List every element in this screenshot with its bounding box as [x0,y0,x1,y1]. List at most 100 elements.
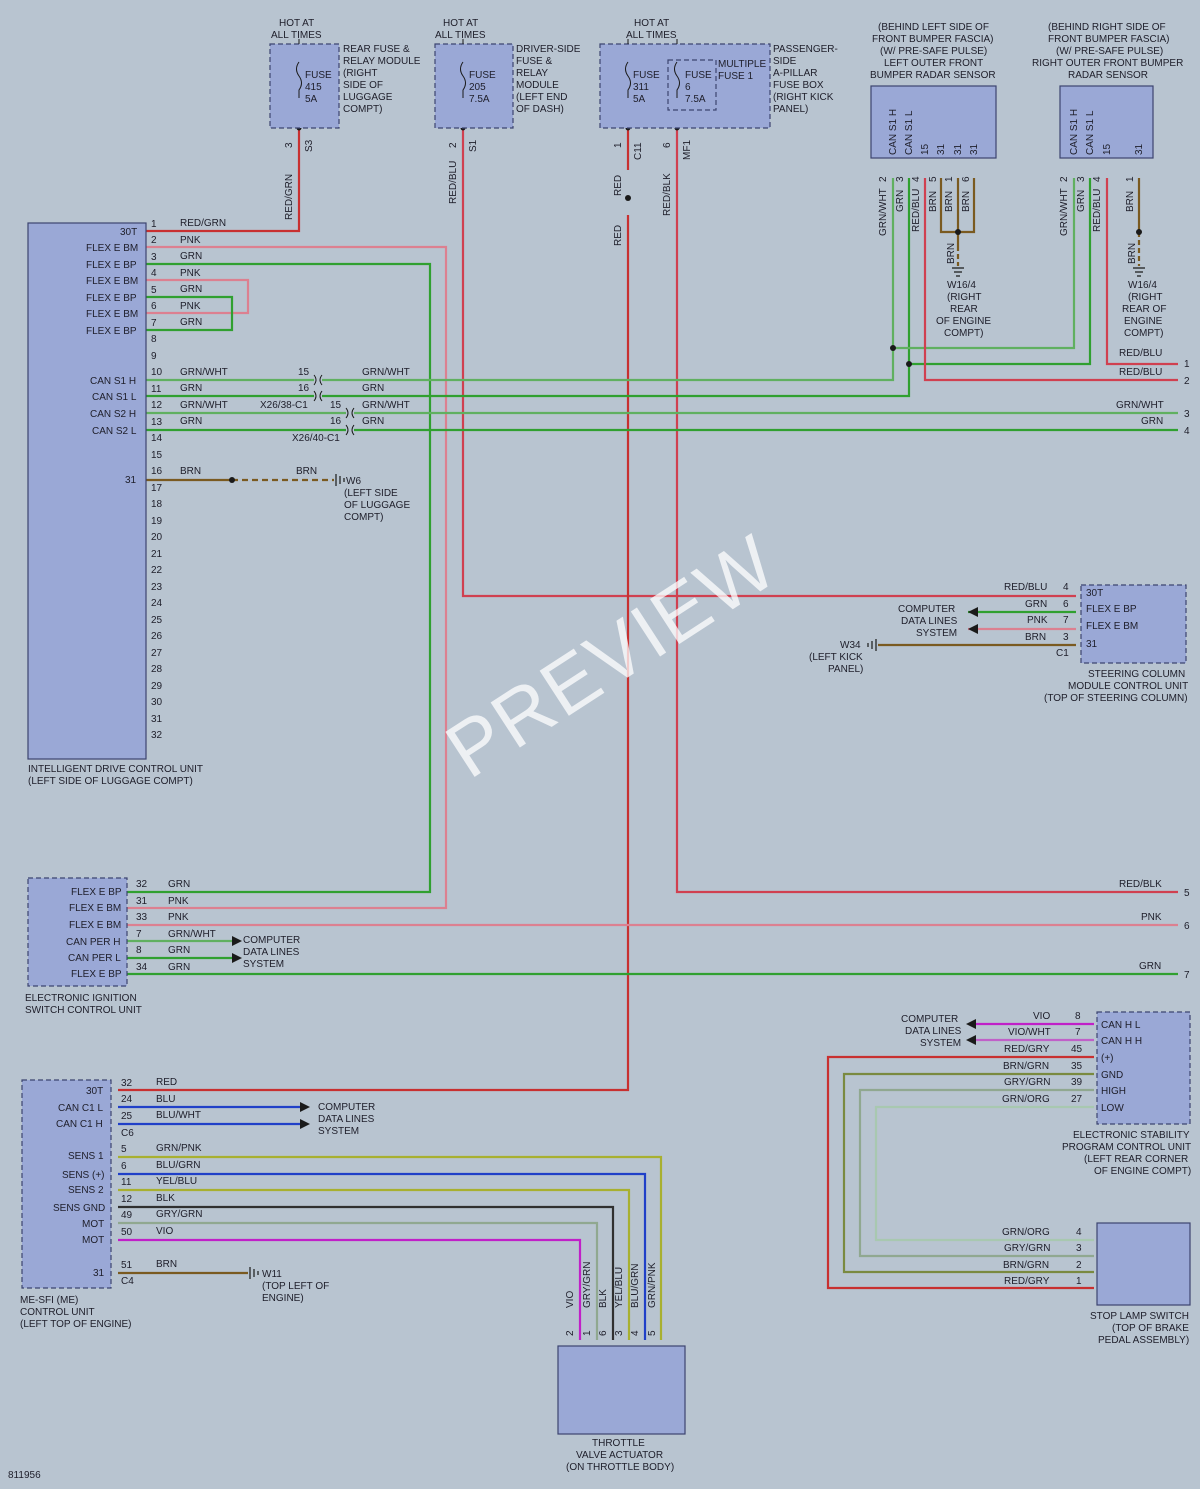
pin-number: 15 [330,400,342,411]
steering-column-module [1080,584,1187,664]
pin-name: CAN C1 H [56,1119,103,1130]
cdl-label: DATA LINES [243,947,300,958]
wire-color-label: BRN [180,466,201,477]
wire-color-label: BRN [1025,632,1046,643]
left-radar-label: BUMPER RADAR SENSOR [870,70,996,81]
wire-color-label: PNK [180,268,201,279]
wire-color-label: YEL/BLU [156,1176,197,1187]
pin-name: CAN S1 L [904,110,915,155]
wire-color-label: BLU/GRN [630,1264,641,1308]
wire-color-label: RED [156,1077,177,1088]
ground-icon-w11 [249,1267,259,1279]
fuse-amp: 7.5A [685,94,706,105]
wire-color-label: BRN [961,191,972,212]
pin-number: 7 [136,929,142,940]
rear-module-label: COMPT) [343,104,382,115]
pin-name: MOT [82,1235,104,1246]
passenger-box-label: (RIGHT KICK [773,92,834,103]
pin-number: 6 [961,176,972,182]
pin-number: 28 [151,664,163,675]
cdl-label: DATA LINES [901,616,958,627]
pin-number: 1 [151,219,157,230]
fuse-label: FUSE [685,70,712,81]
wire-color-label: GRN/WHT [1059,188,1070,236]
pin-number: 3 [1076,1243,1082,1254]
pin-name: CAN H L [1101,1020,1141,1031]
esp-label: ELECTRONIC STABILITY [1073,1130,1190,1141]
pin-number: 25 [151,615,163,626]
pin-name: 31 [969,143,980,155]
driver-module-label: MODULE [516,80,559,91]
pin-number: 3 [1063,632,1069,643]
pin-name: FLEX E BP [71,969,122,980]
pin-number: 4 [911,176,922,182]
wire-color-label: BRN [944,191,955,212]
pin-number: 12 [151,400,163,411]
pin-number: 3 [151,252,157,263]
wire-esp-grnorg [874,1105,1094,1242]
pin-name: MOT [82,1219,104,1230]
pin-number: 27 [1071,1094,1083,1105]
pin-number: 18 [151,499,163,510]
pin-name: CAN H H [1101,1036,1142,1047]
esp-control-unit [1096,1011,1191,1125]
passenger-box-label: PANEL) [773,104,808,115]
wire-color-label: GRN/WHT [878,188,889,236]
pin-number: 21 [151,549,163,560]
wire-grn-loop [118,295,234,332]
pin-number: 6 [1063,599,1069,610]
wire-color-label: YEL/BLU [614,1267,625,1308]
wire-me-yelblu [118,1188,631,1340]
hot-label: ALL TIMES [271,30,322,41]
pin-number: 4 [1063,582,1069,593]
pin-name: CAN S1 L [1085,110,1096,155]
fuse-icon-205 [460,61,466,98]
wire-color-label: BLU [156,1094,175,1105]
pin-number: 16 [151,466,163,477]
splice-dot [229,477,235,483]
pin-number: 29 [151,681,163,692]
pin-number: 6 [662,142,673,148]
wire-color-label: GRN [168,945,190,956]
wire-color-label: GRN [168,962,190,973]
ground-label: PANEL) [828,664,863,675]
pin-number: 34 [136,962,148,973]
pin-number: 5 [151,285,157,296]
wire-lradar-redblu [923,178,1178,382]
wire-color-label: RED/BLU [1092,189,1103,232]
left-radar-label: (BEHIND LEFT SIDE OF [878,22,989,33]
ground-label: ENGINE) [262,1293,304,1304]
pin-number: 6 [598,1330,609,1336]
splice-dot [906,361,912,367]
arrow-esp-viowht [966,1035,976,1045]
wire-color-label: GRN/WHT [1116,400,1164,411]
splice-dot [890,345,896,351]
pin-name: FLEX E BM [69,920,121,931]
hot-label: HOT AT [279,18,314,29]
pin-number: 2 [1076,1260,1082,1271]
wire-color-label: GRN/ORG [1002,1094,1050,1105]
wire-color-label: GRN [180,383,202,394]
fuse-number: 311 [633,82,649,93]
pin-number: 3 [284,142,295,148]
pin-name: GND [1101,1070,1123,1081]
wire-color-label: GRN [1139,961,1161,972]
wire-color-label: GRN/WHT [180,367,228,378]
left-radar-label: LEFT OUTER FRONT [884,58,983,69]
pin-name: 30T [86,1086,103,1097]
multiple-fuse-label: FUSE 1 [718,71,753,82]
pin-name: SENS 1 [68,1151,104,1162]
hot-label: ALL TIMES [435,30,486,41]
connector-label: MF1 [682,140,693,160]
cdl-label: SYSTEM [920,1038,961,1049]
pin-number: 49 [121,1210,133,1221]
pin-name: 31 [953,143,964,155]
pin-number: 27 [151,648,163,659]
fuse-feed-lines [298,39,678,44]
wire-color-label: GRY/GRN [582,1262,593,1309]
pin-number: 17 [151,483,163,494]
wire-esp-brngrn [842,1072,1094,1274]
esp-label: PROGRAM CONTROL UNIT [1062,1142,1191,1153]
passenger-box-label: A-PILLAR [773,68,817,79]
